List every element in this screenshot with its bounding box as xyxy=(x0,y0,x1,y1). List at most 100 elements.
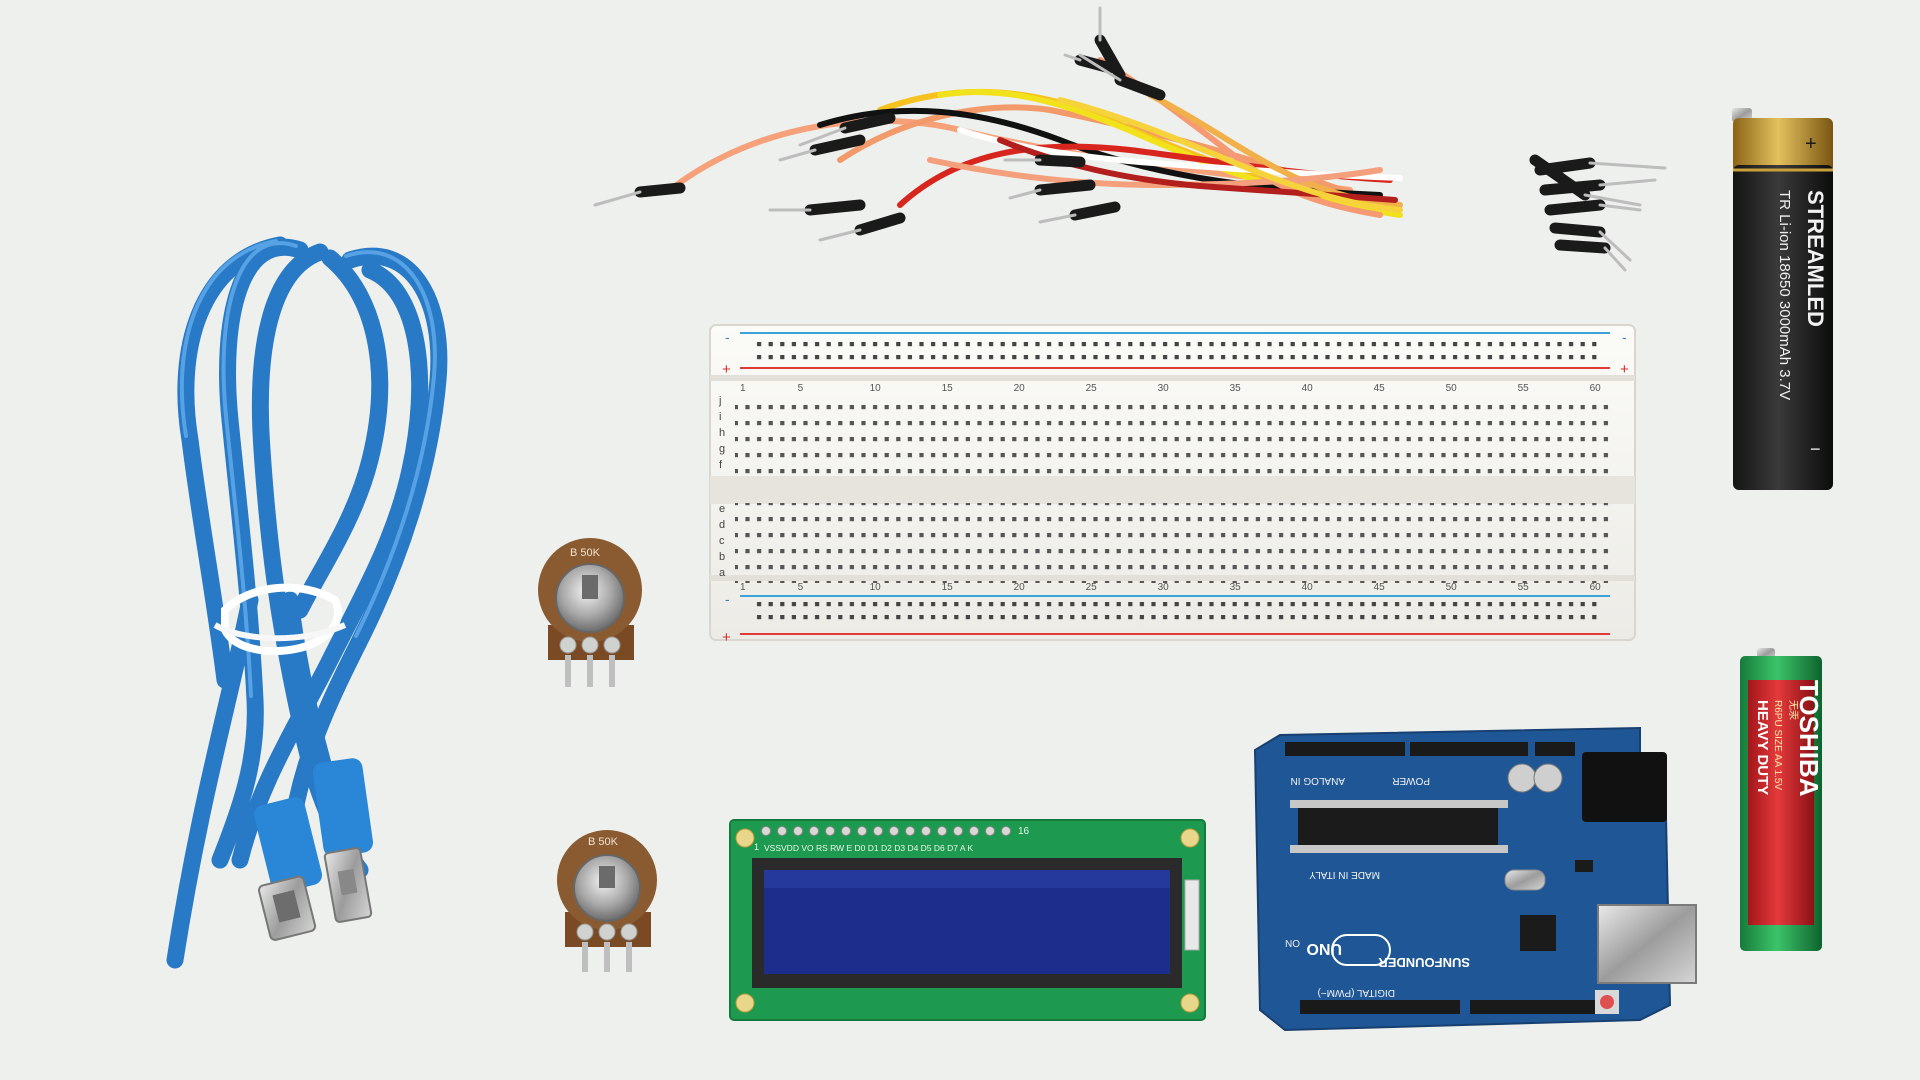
rail-minus-mark-right: - xyxy=(1622,329,1627,345)
cable-tie xyxy=(221,583,343,655)
lcd-pin xyxy=(873,826,883,836)
lcd-pin xyxy=(985,826,995,836)
column-number: 5 xyxy=(798,582,804,593)
battery-18650-plus: + xyxy=(1805,133,1817,155)
lcd-pin xyxy=(921,826,931,836)
lcd-pin xyxy=(777,826,787,836)
row-letter: i xyxy=(719,411,721,423)
column-number: 45 xyxy=(1374,582,1386,593)
lcd-pin xyxy=(793,826,803,836)
arduino-made-in-label: MADE IN ITALY xyxy=(1309,869,1380,880)
column-number: 55 xyxy=(1518,582,1530,593)
rail-plus-mark-right: + xyxy=(1620,361,1629,378)
row-letter: j xyxy=(718,395,721,407)
lcd-module: 1 16 VSSVDD VO RS RW E D0 D1 D2 D3 D4 D5… xyxy=(729,819,1206,1021)
column-number: 1 xyxy=(740,383,746,394)
battery-18650-brand: STREAMLED xyxy=(1803,190,1828,327)
lcd-header-pins xyxy=(761,826,1011,836)
battery-aa-brand: TOSHIBA xyxy=(1794,680,1824,797)
potentiometer-top-label: B 50K xyxy=(570,547,601,559)
rail-minus-mark: - xyxy=(725,329,730,345)
lcd-pin xyxy=(889,826,899,836)
lcd-pin-one: 1 xyxy=(754,842,759,852)
column-number: 60 xyxy=(1590,383,1602,394)
rail-holes-top xyxy=(752,338,1602,364)
lcd-pin xyxy=(761,826,771,836)
column-number: 15 xyxy=(942,582,954,593)
column-number: 5 xyxy=(798,383,804,394)
terminal-holes-bottom xyxy=(735,503,1615,583)
row-letter: e xyxy=(719,503,725,515)
lcd-pin xyxy=(857,826,867,836)
column-number: 1 xyxy=(740,582,746,593)
rail-plus-mark-bottom: + xyxy=(722,629,731,646)
column-number: 35 xyxy=(1230,582,1242,593)
usb-cable xyxy=(166,236,448,969)
battery-aa-spec: R6PU SIZE AA 1.5V xyxy=(1772,700,1783,790)
lcd-pin xyxy=(825,826,835,836)
rail-holes-bottom xyxy=(752,601,1602,627)
row-letter: a xyxy=(719,567,726,579)
arduino-brand: SUNFOUNDER xyxy=(1378,955,1470,970)
lcd-pin-labels: VSSVDD VO RS RW E D0 D1 D2 D3 D4 D5 D6 D… xyxy=(764,843,973,853)
jumper-wires xyxy=(593,6,1667,272)
potentiometer-bottom-label: B 50K xyxy=(588,836,619,848)
rail-plus-mark: + xyxy=(722,361,731,378)
lcd-pin xyxy=(1001,826,1011,836)
column-number: 50 xyxy=(1446,582,1458,593)
column-number: 10 xyxy=(870,582,882,593)
usb-b-connector xyxy=(254,797,322,941)
arduino-model: UNO xyxy=(1306,940,1342,957)
row-letter: h xyxy=(719,427,725,439)
battery-aa-note: 无汞 xyxy=(1787,700,1799,720)
column-number: 50 xyxy=(1446,383,1458,394)
arduino-uno-board: POWER ANALOG IN MADE IN ITALY DIGITAL (P… xyxy=(1253,726,1697,1032)
column-number: 20 xyxy=(1014,582,1026,593)
lcd-pin xyxy=(905,826,915,836)
potentiometer-top: B 50K xyxy=(538,538,642,687)
column-number: 10 xyxy=(870,383,882,394)
column-number: 45 xyxy=(1374,383,1386,394)
atmega-chip xyxy=(1298,805,1498,847)
terminal-holes-top xyxy=(735,395,1615,475)
arduino-digital-label: DIGITAL (PWM~) xyxy=(1318,987,1396,998)
row-letter: c xyxy=(719,535,725,547)
arduino-analog-label: ANALOG IN xyxy=(1291,775,1345,786)
row-letter: f xyxy=(719,459,723,471)
column-number: 30 xyxy=(1158,383,1170,394)
column-number: 60 xyxy=(1590,582,1602,593)
battery-18650: + − STREAMLED TR Li-ion 18650 3000mAh 3.… xyxy=(1732,108,1833,490)
column-number: 30 xyxy=(1158,582,1170,593)
lcd-pin-sixteen: 16 xyxy=(1018,826,1030,837)
battery-aa: HEAVY DUTY R6PU SIZE AA 1.5V 无汞 TOSHIBA xyxy=(1740,648,1824,951)
column-number: 25 xyxy=(1086,582,1098,593)
reset-button xyxy=(1600,995,1614,1009)
rail-minus-mark-bottom: - xyxy=(725,591,730,607)
row-letter: b xyxy=(719,551,725,563)
column-number: 40 xyxy=(1302,383,1314,394)
lcd-pin xyxy=(953,826,963,836)
column-number: 35 xyxy=(1230,383,1242,394)
battery-aa-line: HEAVY DUTY xyxy=(1754,700,1771,795)
lcd-pin xyxy=(841,826,851,836)
usb-a-connector xyxy=(312,758,374,923)
potentiometer-bottom: B 50K xyxy=(557,830,657,972)
arduino-power-label: POWER xyxy=(1392,775,1430,786)
column-number: 40 xyxy=(1302,582,1314,593)
lcd-pin xyxy=(969,826,979,836)
lcd-pin xyxy=(937,826,947,836)
arduino-on-label: ON xyxy=(1285,937,1300,948)
column-number: 15 xyxy=(942,383,954,394)
column-number: 20 xyxy=(1014,383,1026,394)
battery-18650-minus: − xyxy=(1810,439,1821,459)
lcd-pin xyxy=(809,826,819,836)
power-jack xyxy=(1582,752,1667,822)
usb-b-socket xyxy=(1597,904,1697,984)
row-letter: g xyxy=(719,443,725,455)
column-number: 25 xyxy=(1086,383,1098,394)
